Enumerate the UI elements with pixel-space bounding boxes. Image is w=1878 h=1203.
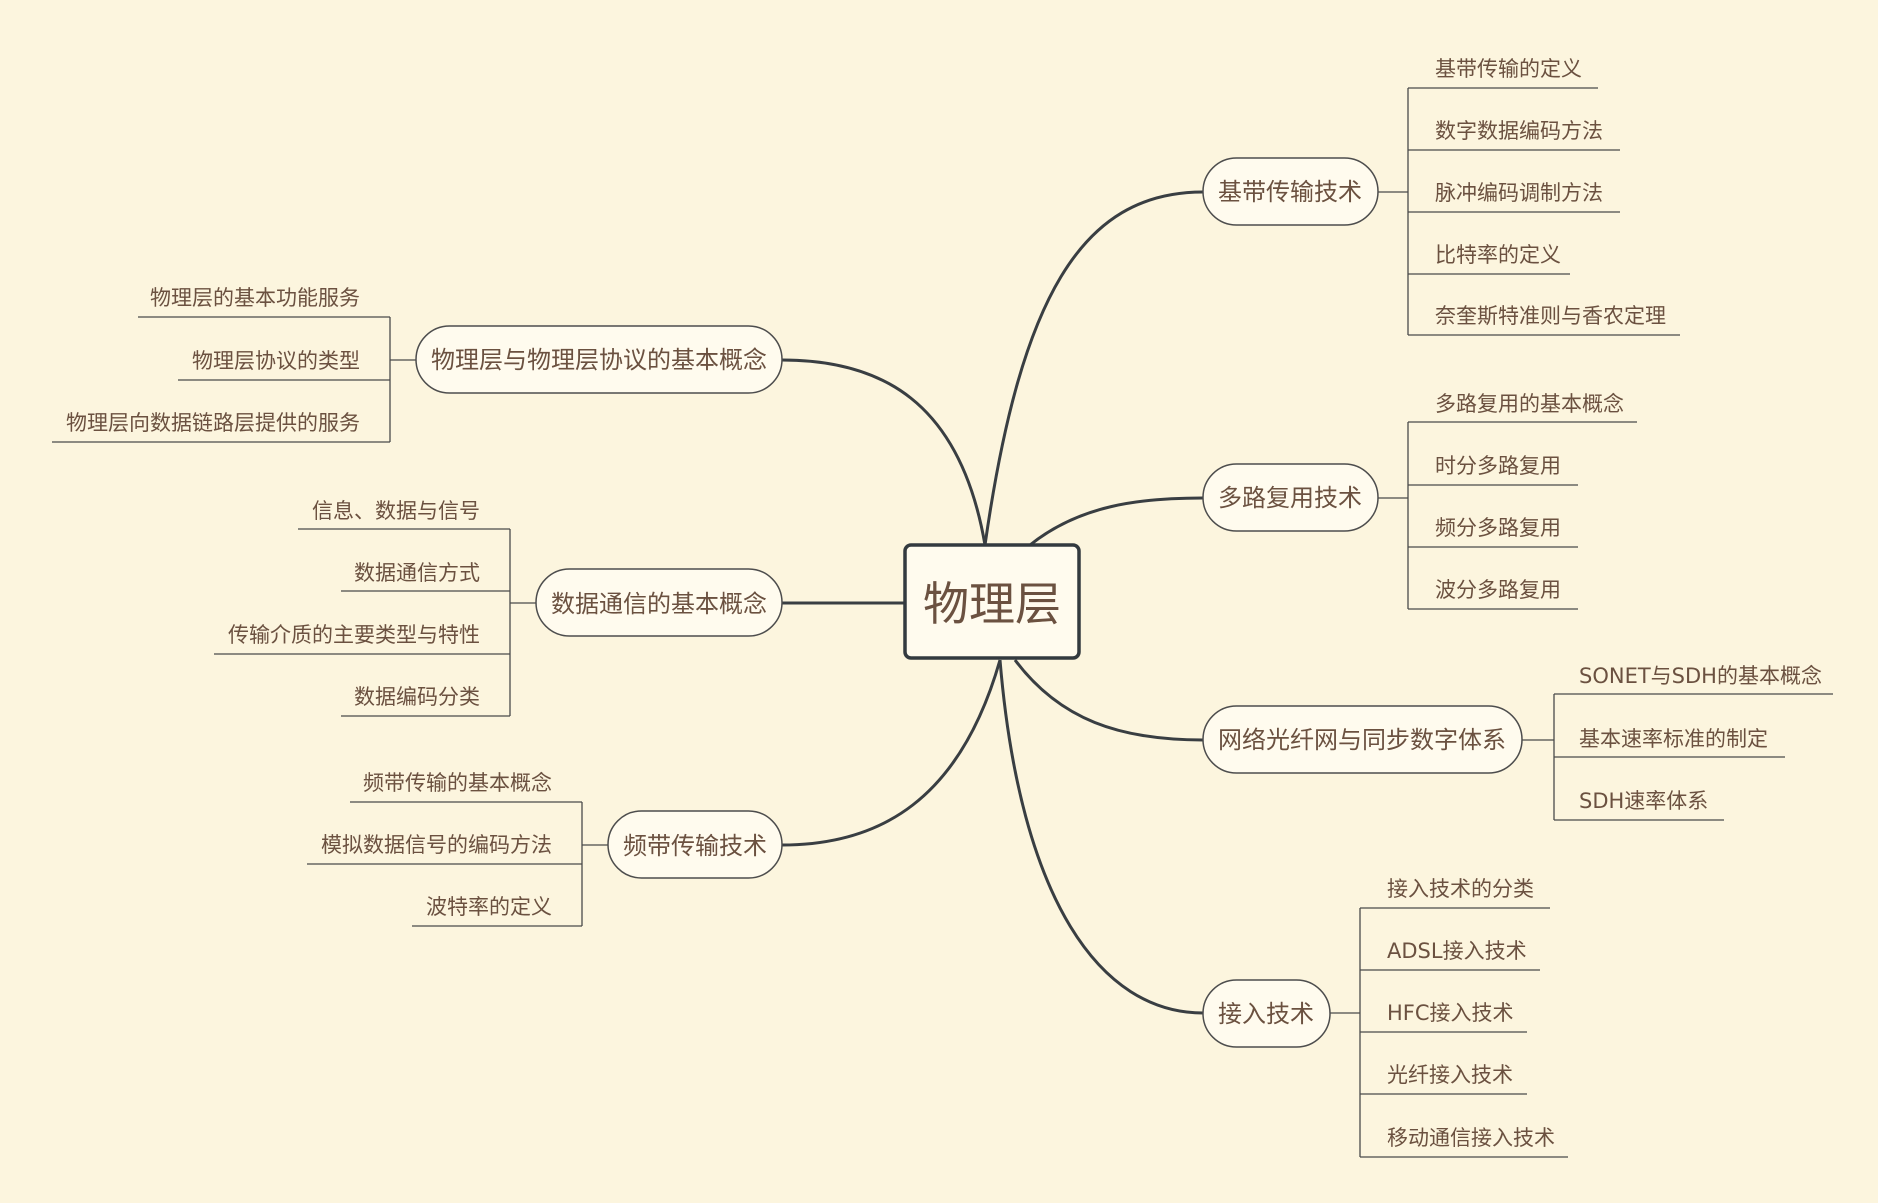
leaf-item[interactable]: 模拟数据信号的编码方法 — [321, 833, 552, 857]
leaf-item[interactable]: 移动通信接入技术 — [1387, 1126, 1555, 1150]
leaf-item[interactable]: SDH速率体系 — [1579, 789, 1708, 813]
leaf-item[interactable]: 比特率的定义 — [1435, 243, 1561, 267]
leaf-item[interactable]: 波分多路复用 — [1435, 578, 1561, 602]
leaf-item[interactable]: 脉冲编码调制方法 — [1435, 181, 1603, 205]
branch-label: 数据通信的基本概念 — [551, 590, 767, 618]
leaf-item[interactable]: 频分多路复用 — [1435, 516, 1561, 540]
connector-baseband — [983, 190, 1204, 546]
leaf-item[interactable]: 基带传输的定义 — [1435, 57, 1582, 81]
branch-label: 接入技术 — [1218, 1000, 1314, 1028]
leaf-item[interactable]: 数字数据编码方法 — [1435, 119, 1603, 143]
branch-protocol[interactable]: 物理层与物理层协议的基本概念 — [415, 325, 783, 394]
connector-multiplex — [1029, 496, 1204, 547]
leaf-item[interactable]: 基本速率标准的制定 — [1579, 727, 1768, 751]
branch-access[interactable]: 接入技术 — [1202, 979, 1331, 1048]
leaves-datacomm: 信息、数据与信号 数据通信方式 传输介质的主要类型与特性 数据编码分类 — [228, 499, 480, 709]
leaf-item[interactable]: 多路复用的基本概念 — [1435, 392, 1624, 416]
leaf-item[interactable]: 光纤接入技术 — [1387, 1063, 1513, 1087]
leaf-item[interactable]: 物理层的基本功能服务 — [150, 286, 360, 310]
leaves-bandpass: 频带传输的基本概念 模拟数据信号的编码方法 波特率的定义 — [321, 771, 552, 919]
branch-label: 网络光纤网与同步数字体系 — [1218, 726, 1506, 754]
branch-sonet[interactable]: 网络光纤网与同步数字体系 — [1202, 705, 1523, 774]
leaf-connectors — [52, 87, 1833, 1158]
leaf-item[interactable]: 频带传输的基本概念 — [363, 771, 552, 795]
leaf-item[interactable]: 波特率的定义 — [426, 895, 552, 919]
branch-multiplex[interactable]: 多路复用技术 — [1202, 463, 1379, 532]
branch-datacomm[interactable]: 数据通信的基本概念 — [535, 568, 783, 637]
connector-access — [998, 659, 1204, 1015]
leaves-multiplex: 多路复用的基本概念 时分多路复用 频分多路复用 波分多路复用 — [1435, 392, 1624, 602]
leaf-item[interactable]: ADSL接入技术 — [1387, 939, 1527, 963]
leaves-sonet: SONET与SDH的基本概念 基本速率标准的制定 SDH速率体系 — [1579, 664, 1822, 813]
connector-sonet — [1013, 659, 1204, 742]
leaf-item[interactable]: 奈奎斯特准则与香农定理 — [1435, 304, 1666, 328]
branch-label: 频带传输技术 — [623, 832, 767, 860]
leaf-item[interactable]: 数据通信方式 — [354, 561, 480, 585]
branch-label: 多路复用技术 — [1218, 484, 1362, 512]
leaf-item[interactable]: 信息、数据与信号 — [312, 499, 480, 523]
leaf-item[interactable]: 物理层向数据链路层提供的服务 — [66, 411, 360, 435]
leaf-item[interactable]: 接入技术的分类 — [1387, 877, 1534, 901]
leaves-access: 接入技术的分类 ADSL接入技术 HFC接入技术 光纤接入技术 移动通信接入技术 — [1387, 877, 1555, 1150]
branch-label: 基带传输技术 — [1218, 178, 1362, 206]
root-label: 物理层 — [923, 577, 1061, 631]
leaves-protocol: 物理层的基本功能服务 物理层协议的类型 物理层向数据链路层提供的服务 — [66, 286, 360, 435]
connector-protocol — [781, 358, 987, 546]
branch-label: 物理层与物理层协议的基本概念 — [431, 346, 767, 374]
leaf-item[interactable]: 传输介质的主要类型与特性 — [228, 623, 480, 647]
leaf-item[interactable]: 数据编码分类 — [354, 685, 480, 709]
leaf-item[interactable]: HFC接入技术 — [1387, 1001, 1514, 1025]
leaves-baseband: 基带传输的定义 数字数据编码方法 脉冲编码调制方法 比特率的定义 奈奎斯特准则与… — [1435, 57, 1666, 328]
branch-bandpass[interactable]: 频带传输技术 — [607, 810, 783, 879]
leaf-item[interactable]: SONET与SDH的基本概念 — [1579, 664, 1822, 688]
branch-connectors — [781, 190, 1204, 1015]
leaf-item[interactable]: 物理层协议的类型 — [192, 349, 360, 373]
branch-baseband[interactable]: 基带传输技术 — [1202, 157, 1379, 226]
connector-bandpass — [781, 659, 1002, 847]
leaf-item[interactable]: 时分多路复用 — [1435, 454, 1561, 478]
root-node[interactable]: 物理层 — [903, 543, 1081, 660]
